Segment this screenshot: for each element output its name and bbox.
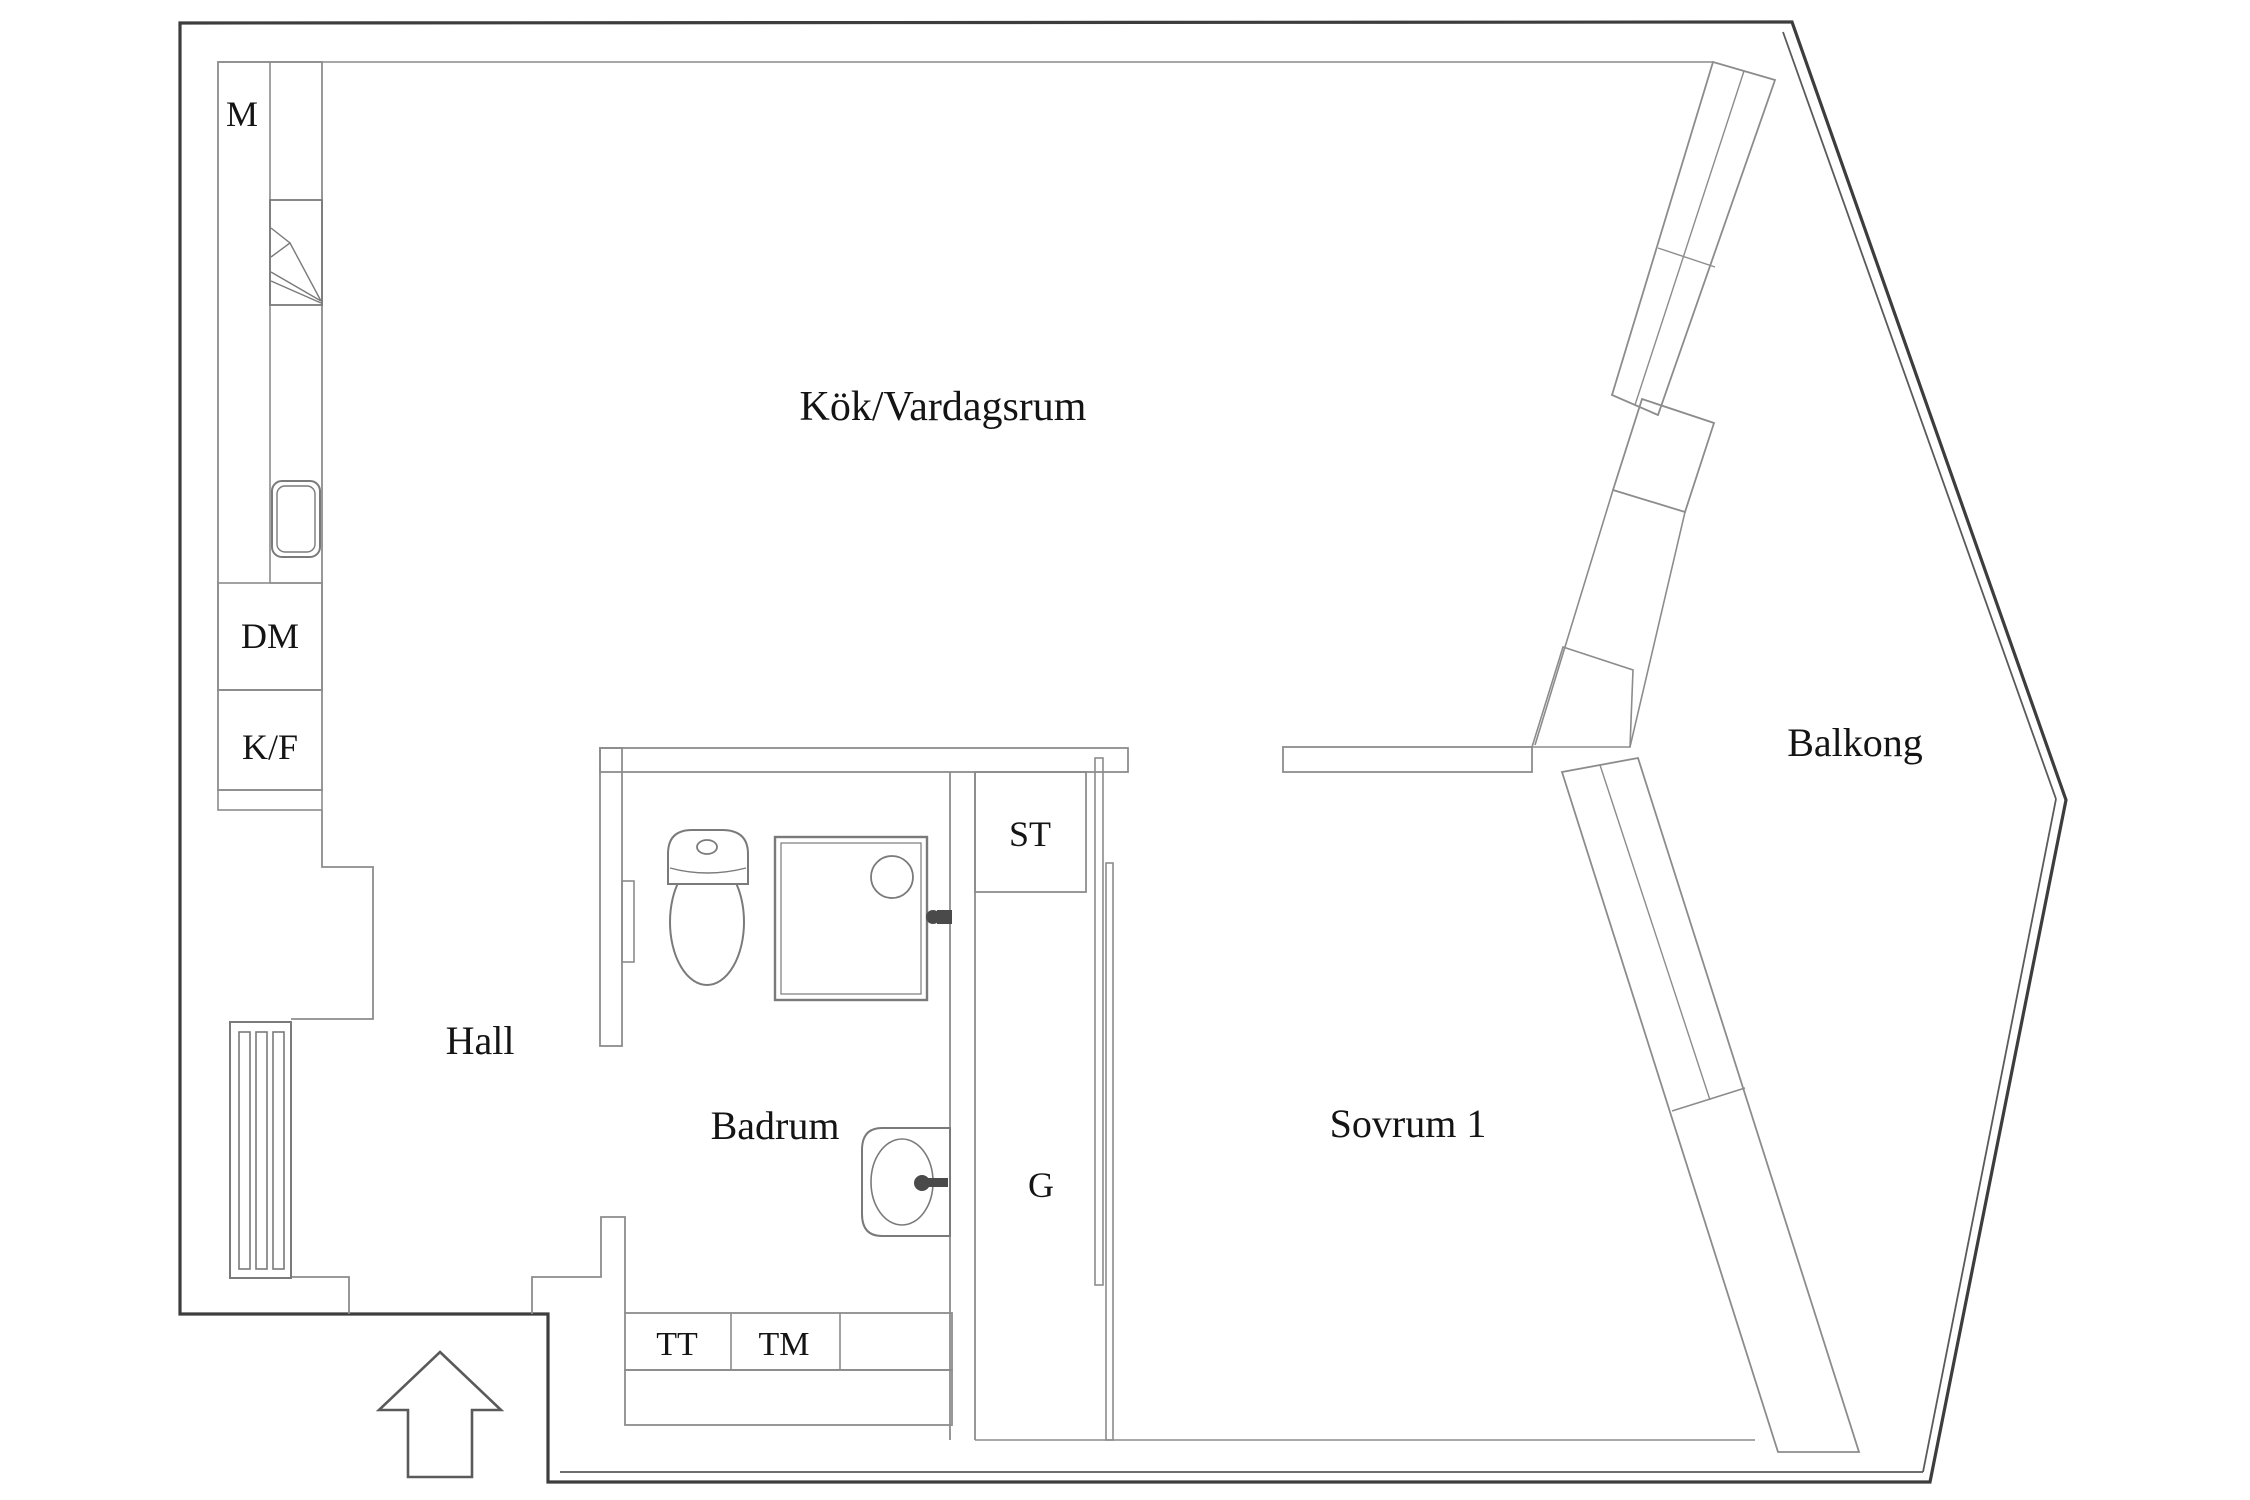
label-dishwasher: DM [241,616,299,656]
outer-walls [178,20,2068,1484]
room-labels: Kök/Vardagsrum Hall Badrum Sovrum 1 Balk… [446,384,1923,1148]
appliance-labels: M DM K/F ST G TT TM [226,94,1054,1363]
room-label-bathroom: Badrum [711,1103,840,1148]
kitchen-sink-icon [271,480,321,558]
radiator-icon [229,1021,292,1279]
entrance-arrow-icon [375,1350,505,1479]
room-label-hall: Hall [446,1018,515,1063]
bedroom-glazing-wardrobe [1560,756,1861,1453]
closet-st [974,771,1087,893]
wardrobe-sliding-doors [1094,757,1114,1441]
washer-dryer-units [624,1312,953,1426]
label-dryer: TT [656,1326,698,1363]
room-label-bedroom: Sovrum 1 [1330,1101,1487,1146]
label-cabinet-m: M [226,94,258,134]
stove-icon [269,199,323,306]
living-room-glazing [1530,60,1777,748]
room-label-kitchen-living: Kök/Vardagsrum [800,384,1087,430]
label-washing-machine: TM [759,1326,810,1363]
fridge-freezer [217,689,323,811]
room-label-balcony: Balkong [1787,720,1923,765]
kitchen-unit [217,61,323,811]
toilet-icon [667,829,749,986]
hall-walls [291,810,626,1314]
label-fridge-freezer: K/F [242,727,298,767]
bedroom-walls [975,746,1755,1441]
label-cleaning-closet: ST [1009,814,1051,854]
washbasin-icon [861,1127,951,1237]
shower-icon [773,835,952,1002]
label-wardrobe: G [1028,1165,1054,1205]
